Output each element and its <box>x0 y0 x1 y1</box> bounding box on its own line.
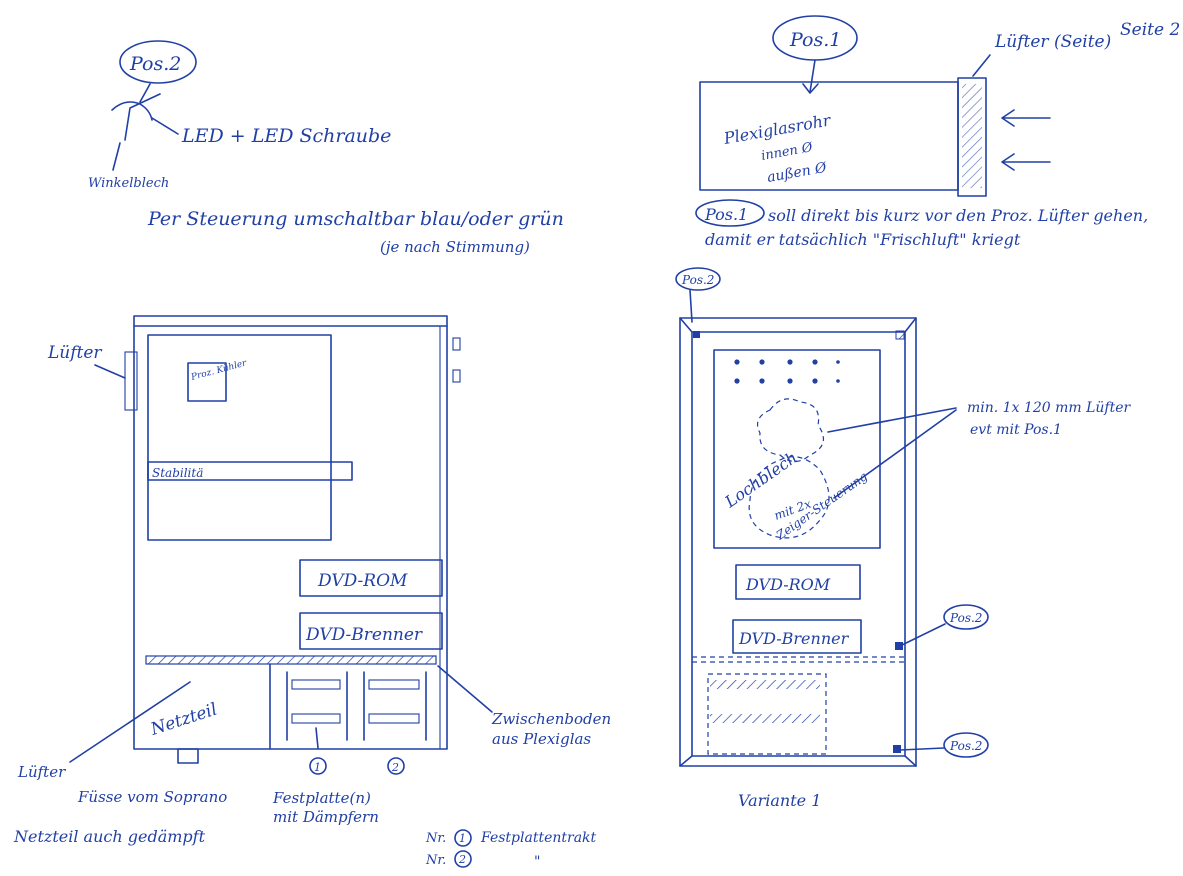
pos2-top-left-bubble <box>675 267 721 291</box>
hdd-bay-2 <box>363 671 427 741</box>
case-front-view: Lochblech mit 2x Zeiger-Steuerung DVD-RO… <box>675 267 1132 810</box>
hdd-label-line2: mit Dämpfern <box>273 808 379 826</box>
pos1-note-bubble <box>695 199 765 227</box>
case-foot <box>177 748 199 764</box>
case-side-view: Lüfter Proz. Kühler Stabilitä DVD-ROM DV… <box>13 315 611 870</box>
led-pos-label: Pos.2 <box>129 53 181 75</box>
stabilizer-bar-label: Stabilitä <box>152 466 203 480</box>
fan-note-line1: min. 1x 120 mm Lüfter <box>967 400 1132 416</box>
shelf-label-line2: aus Plexiglas <box>492 730 591 748</box>
shelf-label-line1: Zwischenboden <box>491 710 611 728</box>
legend-item-2: " <box>534 854 540 870</box>
led-sketch: Pos.2 LED + LED Schraube Winkelblech Per… <box>88 40 564 256</box>
airflow-arrow-icon <box>1001 153 1051 171</box>
front-pos-mid-right: Pos.2 <box>949 611 982 625</box>
fan-icon <box>757 398 825 463</box>
front-dvd-rom <box>735 564 861 600</box>
front-dvd-burner-label: DVD-Brenner <box>738 629 850 648</box>
case-outline <box>133 315 448 750</box>
variant-label: Variante 1 <box>738 791 821 810</box>
control-note-line2: (je nach Stimmung) <box>380 238 530 256</box>
svg-text:Nr.: Nr. <box>425 831 446 846</box>
led-label: LED + LED Schraube <box>181 125 391 147</box>
lochblech-label: Lochblech <box>721 448 801 512</box>
perforated-panel <box>713 349 881 549</box>
rear-fan <box>124 351 138 411</box>
front-pos-bottom-right: Pos.2 <box>949 739 982 753</box>
svg-text:1: 1 <box>459 832 466 845</box>
plexiglass-shelf <box>145 655 437 665</box>
bracket-label: Winkelblech <box>88 176 169 191</box>
marker-2 <box>387 757 405 775</box>
side-dvd-burner-label: DVD-Brenner <box>305 625 423 645</box>
outer-diameter-label: außen Ø <box>766 160 828 186</box>
hdd-label-line1: Festplatte(n) <box>272 789 371 807</box>
front-pos-top-left: Pos.2 <box>681 273 714 287</box>
marker-1 <box>309 757 327 775</box>
cpu-cooler-label: Proz. Kühler <box>189 358 248 383</box>
hdd-bay-1 <box>286 671 348 741</box>
legend: Nr. 1 Festplattentrakt Nr. 2 " <box>425 829 597 870</box>
side-fan-label: Lüfter (Seite) <box>994 32 1111 52</box>
front-hdd-1 <box>710 680 820 689</box>
pos2-mid-right-bubble <box>943 604 989 630</box>
pos2-bubble <box>119 40 197 84</box>
motherboard <box>147 334 332 541</box>
perforation-holes <box>734 359 840 384</box>
page-label: Seite 2 <box>1120 20 1180 40</box>
tube-note-line1: soll direkt bis kurz vor den Proz. Lüfte… <box>768 206 1148 225</box>
psu-label: Netzteil <box>147 700 219 740</box>
fan-note-line2: evt mit Pos.1 <box>970 422 1062 438</box>
marker-1-text: 1 <box>314 761 321 774</box>
legend-item-1: Festplattentrakt <box>480 830 597 846</box>
front-inner-frame <box>691 331 906 757</box>
rear-fan-label: Lüfter <box>47 343 102 363</box>
tube-note-line2: damit er tatsächlich "Frischluft" kriegt <box>705 230 1021 249</box>
front-outer-frame <box>679 317 917 767</box>
marker-2-text: 2 <box>391 761 399 774</box>
cpu-cooler <box>187 362 227 402</box>
bottom-fan-label: Lüfter <box>17 763 66 781</box>
side-dvd-rom-label: DVD-ROM <box>317 571 408 591</box>
airflow-arrow-icon <box>1001 109 1051 127</box>
side-dvd-rom <box>299 559 443 597</box>
feet-label: Füsse vom Soprano <box>77 788 227 806</box>
side-fan <box>957 77 987 197</box>
tube-sketch: Pos.1 Plexiglasrohr innen Ø außen Ø Lüft… <box>695 15 1148 249</box>
side-dvd-burner <box>299 612 443 650</box>
tube-label: Plexiglasrohr <box>721 110 833 148</box>
control-note-line1: Per Steuerung umschaltbar blau/oder grün <box>147 208 564 230</box>
front-dvd-rom-label: DVD-ROM <box>745 575 831 594</box>
svg-text:Nr.: Nr. <box>425 853 446 868</box>
stabilizer-bar <box>147 461 353 481</box>
bracket-icon <box>124 93 161 141</box>
inner-diameter-label: innen Ø <box>760 140 814 164</box>
tube-note-pos: Pos.1 <box>704 205 748 224</box>
psu-note: Netzteil auch gedämpft <box>13 827 206 846</box>
front-hdd-2 <box>710 714 820 723</box>
svg-text:2: 2 <box>458 853 466 866</box>
front-dvd-burner <box>732 619 862 654</box>
pos2-bottom-right-bubble <box>943 732 989 758</box>
hdd-area <box>707 673 827 755</box>
tube-pos-label: Pos.1 <box>789 29 841 51</box>
